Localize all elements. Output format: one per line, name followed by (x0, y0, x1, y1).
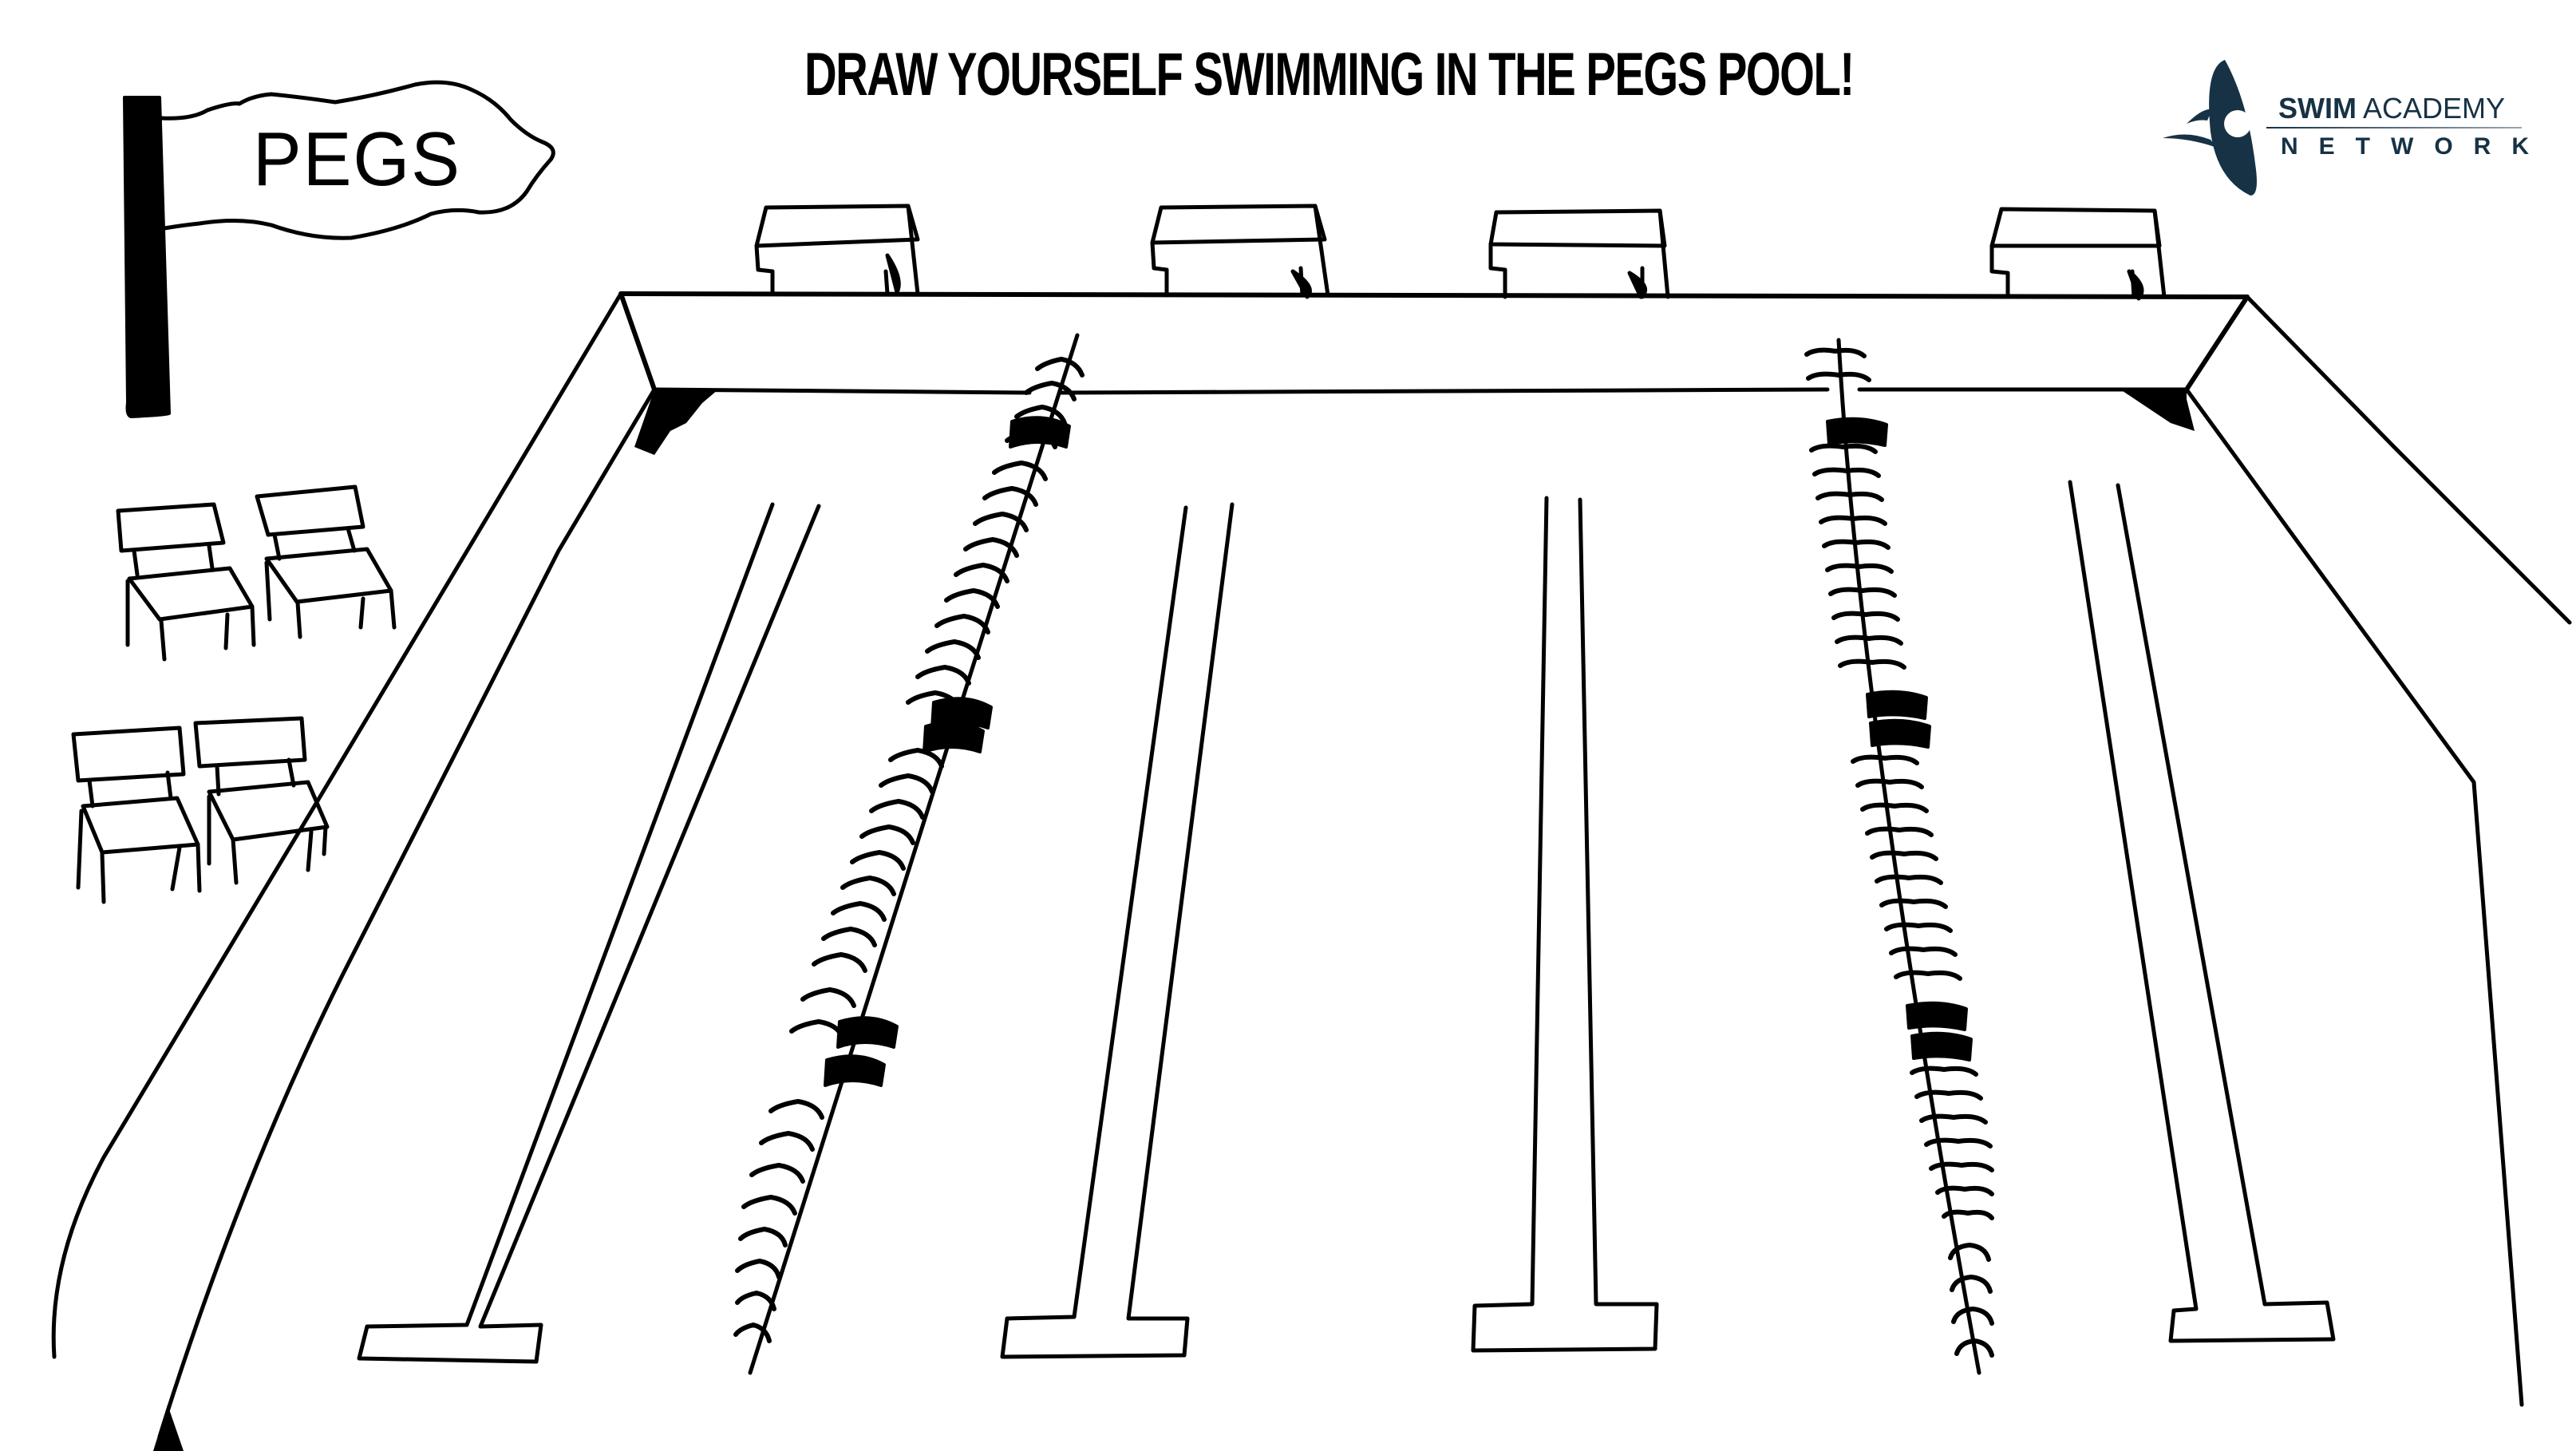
logo-title: SWIM ACADEMY (2278, 92, 2505, 125)
starting-block-icon (1150, 204, 1330, 299)
swim-academy-logo: SWIM ACADEMY NETWORK (2155, 44, 2570, 204)
lane-rope-icon (1804, 338, 1994, 1375)
pool-deck (51, 291, 2572, 1451)
starting-block-icon (1989, 207, 2167, 301)
lane-line-t-icon (2068, 480, 2336, 1343)
swimmer-icon (2163, 60, 2257, 196)
logo-subtitle: NETWORK (2281, 133, 2550, 160)
lane-line-t-icon (357, 502, 821, 1364)
chair-icon (255, 484, 397, 639)
flag-label: PEGS (252, 117, 461, 202)
chair-icon (116, 502, 256, 662)
starting-block-icon (1488, 208, 1670, 299)
lane-line-t-icon (1000, 502, 1235, 1359)
logo-title-rest: ACADEMY (2356, 92, 2506, 125)
chair-icon (71, 726, 202, 904)
logo-title-bold: SWIM (2278, 92, 2357, 125)
flag-icon (123, 80, 555, 418)
lane-line-t-icon (1471, 496, 1659, 1353)
chair-icon (193, 716, 330, 885)
page-title: DRAW YOURSELF SWIMMING IN THE PEGS POOL! (804, 41, 1855, 109)
logo-divider (2266, 127, 2522, 128)
starting-block-icon (754, 204, 920, 296)
lane-rope-icon (733, 333, 1085, 1375)
